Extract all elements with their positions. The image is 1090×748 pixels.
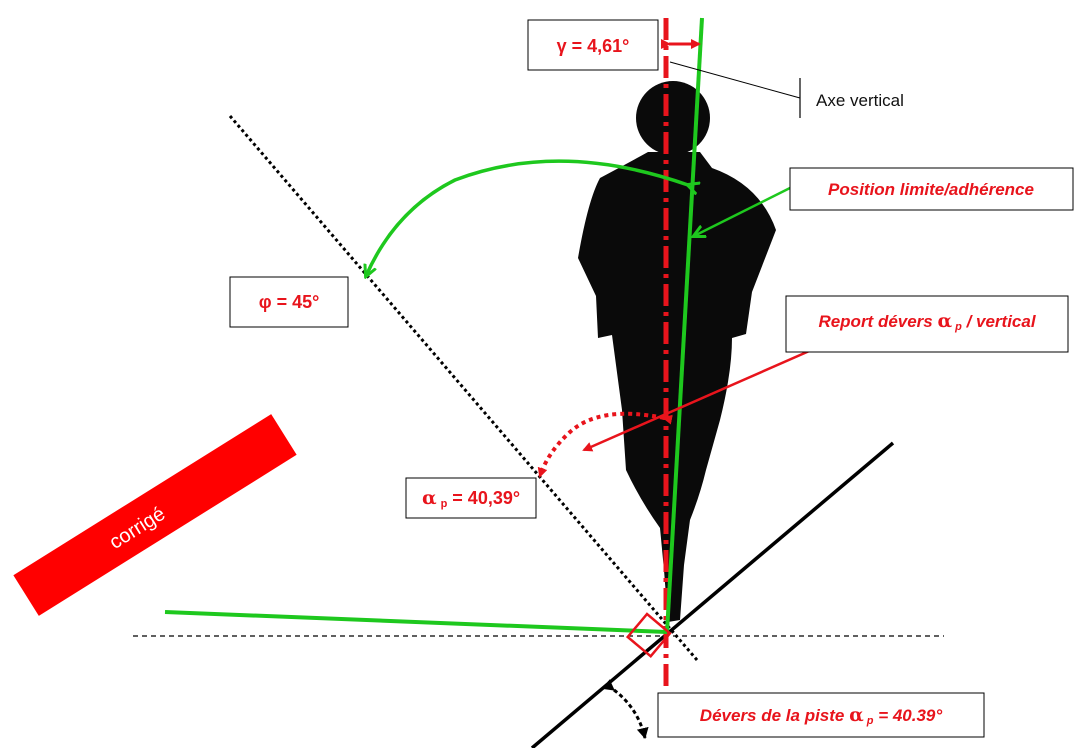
svg-text:φ = 45°: φ = 45° xyxy=(259,292,320,312)
silhouette-head xyxy=(636,81,710,155)
right-angle-marker xyxy=(625,612,672,659)
slope-line xyxy=(530,441,895,748)
position-limite-pointer xyxy=(694,183,797,236)
devers-angle-arc xyxy=(602,679,649,739)
svg-text:Position limite/adhérence: Position limite/adhérence xyxy=(828,180,1034,199)
svg-text:Report dévers αp / vertical: Report dévers αp / vertical xyxy=(818,310,1036,333)
position-limite-label: Position limite/adhérence xyxy=(789,167,1074,211)
gamma-label: γ = 4,61° xyxy=(527,19,659,71)
svg-text:Dévers de la piste αp = 40.39°: Dévers de la piste αp = 40.39° xyxy=(700,704,943,727)
green-ground-line xyxy=(164,610,668,634)
person-silhouette xyxy=(578,81,776,622)
axe-vertical-label: Axe vertical xyxy=(816,91,904,110)
silhouette-body xyxy=(578,152,776,622)
adherence-limit-line xyxy=(665,17,704,633)
axe-vertical-pointer xyxy=(669,61,801,99)
phi-label: φ = 45° xyxy=(229,276,349,328)
phi-angle-arc xyxy=(366,159,688,276)
corrige-stamp: corrigé xyxy=(13,414,297,616)
svg-text:γ = 4,61°: γ = 4,61° xyxy=(557,36,630,56)
svg-text:αp = 40,39°: αp = 40,39° xyxy=(422,487,520,510)
report-devers-line xyxy=(582,332,849,452)
